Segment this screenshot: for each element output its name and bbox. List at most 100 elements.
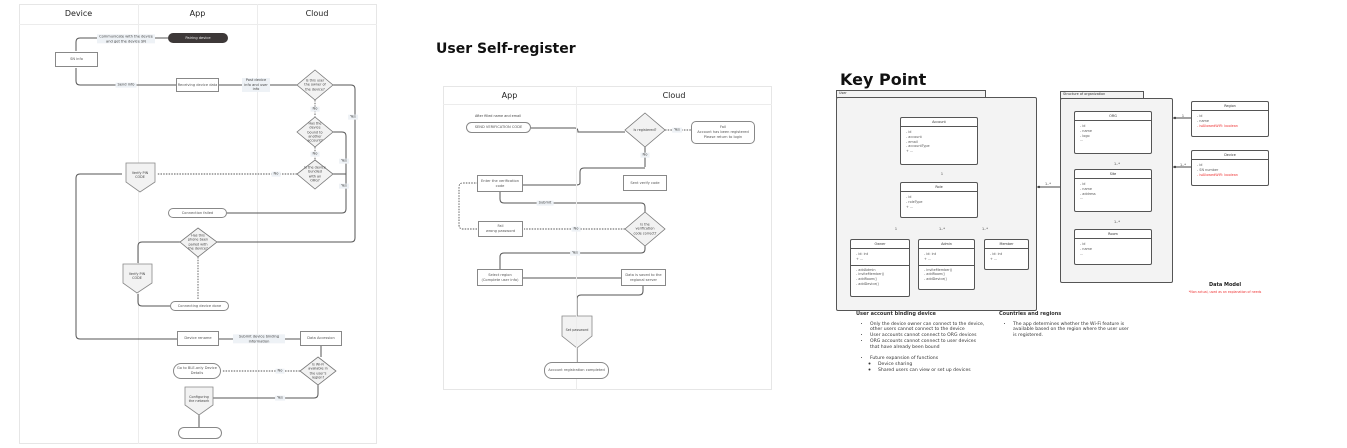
attr: - id: int	[856, 252, 869, 256]
class-name: Site	[1075, 170, 1151, 179]
edge-yes: Yes	[339, 183, 349, 189]
multiplicity: 1	[894, 226, 898, 231]
class-name: Admin	[919, 240, 974, 249]
lane-header-divider	[19, 24, 377, 25]
edge-yes: Yes	[570, 250, 580, 256]
post-device-info-label: Post device info and user info	[242, 77, 270, 93]
attr: + ...	[924, 256, 932, 261]
attr: - id	[1080, 182, 1086, 186]
multiplicity: 1..*	[981, 226, 989, 231]
multiplicity: 1..*	[1113, 161, 1121, 166]
after-filled-text: After filled name and email	[474, 113, 522, 118]
attr: + ...	[856, 256, 864, 261]
multiplicity: 1	[940, 171, 944, 176]
submit-binding-label: Submit device binding information	[233, 334, 285, 344]
lane-divider	[257, 4, 258, 444]
register-title: User Self-register	[436, 41, 576, 57]
send-info-label: Send info	[115, 82, 137, 88]
attr: - id	[1080, 124, 1086, 128]
attr: - name	[1080, 246, 1092, 251]
submit-label: Submit	[536, 200, 554, 206]
edge-no: No	[640, 152, 650, 158]
note-item: User accounts cannot connect to ORG devi…	[870, 333, 986, 339]
class-owner: Owner - id: int+ ... - addAdmin- inviteM…	[850, 239, 910, 297]
communicate-label: Communicate with the device and get the …	[97, 34, 155, 44]
lane-divider	[138, 4, 139, 444]
lane-divider	[576, 86, 577, 390]
class-name: ORG	[1075, 112, 1151, 121]
edge-no: No	[275, 368, 285, 374]
user-package-tab: User	[836, 90, 986, 98]
method: - addRoom()	[924, 272, 945, 277]
attr: + ...	[990, 256, 998, 261]
binding-notes: User account binding device Only the dev…	[856, 311, 986, 374]
data-model-note: *Non actual, used as an explanation of n…	[1188, 290, 1262, 294]
attr: - id	[906, 130, 912, 134]
note-item: The app determines whether the Wi-Fi fea…	[1013, 322, 1129, 340]
attr: ...	[1080, 251, 1084, 256]
is-registered-decision: Is registered?	[633, 127, 657, 132]
note-item: ORG accounts cannot connect to user devi…	[870, 339, 986, 351]
sent-verify-code-node: Sent verify code	[623, 175, 667, 191]
off-page-connector	[561, 315, 593, 349]
attr: - name	[1080, 128, 1092, 133]
attr: - account	[906, 134, 922, 139]
edge-no: No	[571, 226, 581, 232]
set-password-node: Set password	[565, 327, 589, 332]
attr: - roleType	[906, 199, 923, 204]
class-site: Site - id- name- address...	[1074, 169, 1152, 212]
off-page-connector	[125, 162, 156, 193]
note-item: Only the device owner can connect to the…	[870, 322, 986, 334]
pairing-device-start: Pairing device	[168, 33, 228, 43]
lane-header-divider	[443, 104, 772, 105]
class-org: ORG - id- name- logo...	[1074, 111, 1152, 154]
method: - inviteMember()	[856, 272, 885, 277]
edge-yes: Yes	[672, 127, 682, 133]
verify-pin-node: Verify PIN CODE	[131, 170, 149, 179]
attr: - SN number	[1197, 167, 1219, 172]
fail-registered-node: Fail Account has been registered Please …	[691, 121, 755, 144]
wifi-available-decision: Is Wi-Fi available in the user's region?	[308, 362, 328, 380]
decision-diamond	[296, 116, 334, 148]
attr: ...	[1080, 196, 1084, 201]
lane-cloud: Cloud	[305, 9, 329, 18]
edge-yes: Yes	[339, 158, 349, 164]
method: - addDevice()	[856, 281, 879, 286]
edge-no: No	[310, 151, 320, 157]
decision-diamond	[296, 159, 334, 190]
binding-heading: User account binding device	[856, 311, 936, 317]
edge-yes: Yes	[348, 114, 358, 120]
attr: + ...	[906, 149, 914, 154]
regions-notes: Countries and regions The app determines…	[999, 311, 1129, 339]
attr: - id	[1197, 163, 1203, 167]
class-name: Member	[985, 240, 1028, 249]
send-verification-code-node: SEND VERIFICATION CODE	[466, 122, 531, 133]
select-region-node: Select region (Complete user info)	[477, 269, 523, 286]
registration-completed-node: Account registration completed	[544, 362, 609, 379]
class-device: Device - id- SN number- isAllowedWiFi: b…	[1191, 150, 1269, 186]
next-node	[178, 427, 222, 439]
lane-device: Device	[64, 9, 93, 18]
attr: - id	[1197, 114, 1203, 118]
bound-other-decision: Has the device bound to another account?	[307, 121, 323, 143]
device-rename-node: Device rename	[177, 331, 219, 346]
class-name: Owner	[851, 240, 909, 249]
decision-diamond	[299, 356, 337, 386]
off-page-connector	[184, 386, 214, 416]
class-name: Role	[901, 183, 977, 192]
note-item: Device sharing	[878, 362, 986, 368]
attr: - name	[1080, 186, 1092, 191]
data-saved-node: Data is saved to the regional server	[621, 269, 666, 286]
regions-heading: Countries and regions	[999, 311, 1062, 317]
attr: - id	[906, 195, 912, 199]
attr: ...	[1080, 138, 1084, 143]
attr: - address	[1080, 191, 1096, 196]
key-point-title: Key Point	[840, 70, 927, 89]
sn-info-node: SN info	[55, 52, 98, 67]
multiplicity: 1..*	[1179, 162, 1187, 167]
attr: + ...	[906, 204, 914, 209]
attr: - accountType	[906, 144, 930, 149]
method: - inviteMember()	[924, 267, 953, 272]
attr: - email	[906, 139, 918, 144]
lane-app: App	[189, 9, 206, 18]
